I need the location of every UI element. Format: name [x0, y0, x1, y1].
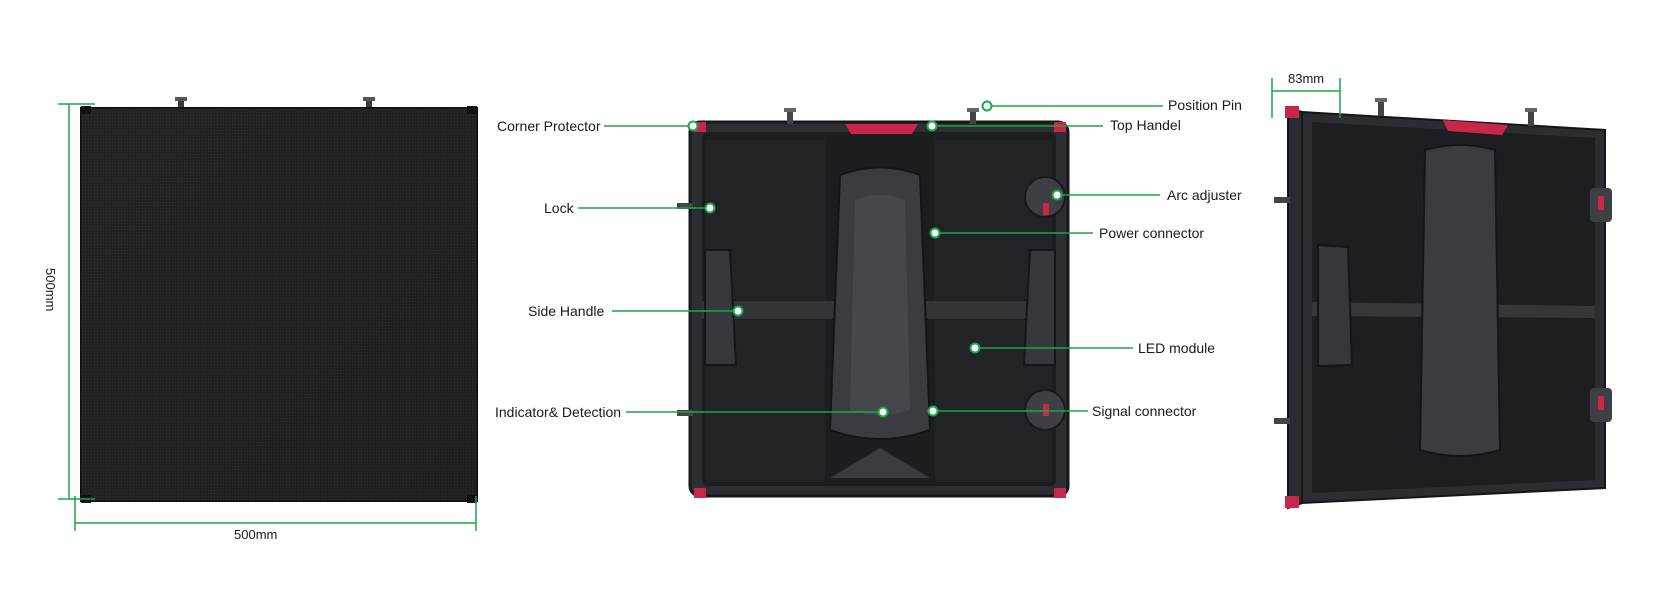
dot-side-handle [732, 305, 744, 317]
width-dimension-line [74, 496, 477, 531]
callout-lock: Lock [544, 200, 574, 216]
callout-power-connector: Power connector [1099, 225, 1205, 241]
callout-leaders [578, 105, 1163, 413]
callout-corner-protector: Corner Protector [497, 118, 601, 134]
callout-dots [687, 100, 1063, 418]
dot-signal-connector [927, 405, 939, 417]
side-depth-label: 83mm [1288, 71, 1325, 86]
dot-arc-adjuster [1051, 189, 1063, 201]
callout-indicator-detection: Indicator& Detection [495, 404, 622, 420]
dot-top-handel [926, 120, 938, 132]
depth-dimension-line [1271, 78, 1341, 118]
callout-top-handel: Top Handel [1110, 117, 1181, 133]
dot-indicator-detection [877, 406, 889, 418]
side-view-cabinet [1274, 98, 1612, 510]
back-view-cabinet [677, 108, 1070, 498]
callout-position-pin: Position Pin [1168, 97, 1242, 113]
dot-led-module [969, 342, 981, 354]
front-width-label: 500mm [234, 527, 278, 542]
dot-position-pin [981, 100, 993, 112]
height-dimension-line [58, 103, 95, 500]
callout-side-handle: Side Handle [528, 303, 605, 319]
callout-arc-adjuster: Arc adjuster [1167, 187, 1242, 203]
callout-signal-connector: Signal connector [1092, 403, 1197, 419]
callout-led-module: LED module [1138, 340, 1216, 356]
dot-power-connector [929, 227, 941, 239]
dot-corner-protector [687, 120, 699, 132]
dot-lock [704, 202, 716, 214]
front-view-panel [80, 97, 478, 503]
front-height-label: 500mm [43, 268, 58, 312]
